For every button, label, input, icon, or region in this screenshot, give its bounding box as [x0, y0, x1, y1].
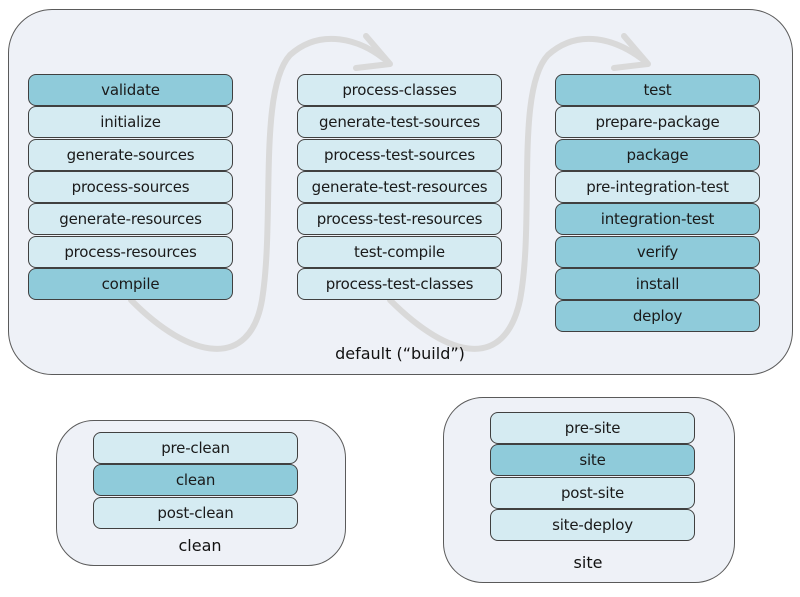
- phase-generate-test-resources: generate-test-resources: [297, 170, 502, 203]
- phase-install: install: [555, 267, 760, 300]
- phase-clean: clean: [93, 464, 298, 497]
- phase-site: site: [490, 444, 695, 477]
- phase-integration-test: integration-test: [555, 203, 760, 236]
- site-lifecycle-label: site: [573, 553, 603, 572]
- phase-pre-clean: pre-clean: [93, 432, 298, 464]
- clean-lifecycle-label: clean: [178, 536, 222, 555]
- phase-process-classes: process-classes: [297, 74, 502, 106]
- phase-generate-resources: generate-resources: [28, 203, 233, 236]
- phase-generate-sources: generate-sources: [28, 138, 233, 171]
- phase-generate-test-sources: generate-test-sources: [297, 106, 502, 139]
- phase-prepare-package: prepare-package: [555, 106, 760, 139]
- default-lifecycle-label: default (“build”): [335, 344, 465, 363]
- phase-process-sources: process-sources: [28, 170, 233, 203]
- phase-verify: verify: [555, 235, 760, 268]
- phase-pre-integration-test: pre-integration-test: [555, 170, 760, 203]
- phase-deploy: deploy: [555, 300, 760, 333]
- phase-process-test-resources: process-test-resources: [297, 203, 502, 236]
- phase-post-clean: post-clean: [93, 496, 298, 529]
- phase-package: package: [555, 138, 760, 171]
- phase-process-test-sources: process-test-sources: [297, 138, 502, 171]
- phase-validate: validate: [28, 74, 233, 106]
- phase-site-deploy: site-deploy: [490, 508, 695, 541]
- phase-initialize: initialize: [28, 106, 233, 139]
- phase-pre-site: pre-site: [490, 412, 695, 444]
- phase-compile: compile: [28, 267, 233, 300]
- phase-process-resources: process-resources: [28, 235, 233, 268]
- phase-process-test-classes: process-test-classes: [297, 267, 502, 300]
- phase-post-site: post-site: [490, 476, 695, 509]
- phase-test: test: [555, 74, 760, 106]
- phase-test-compile: test-compile: [297, 235, 502, 268]
